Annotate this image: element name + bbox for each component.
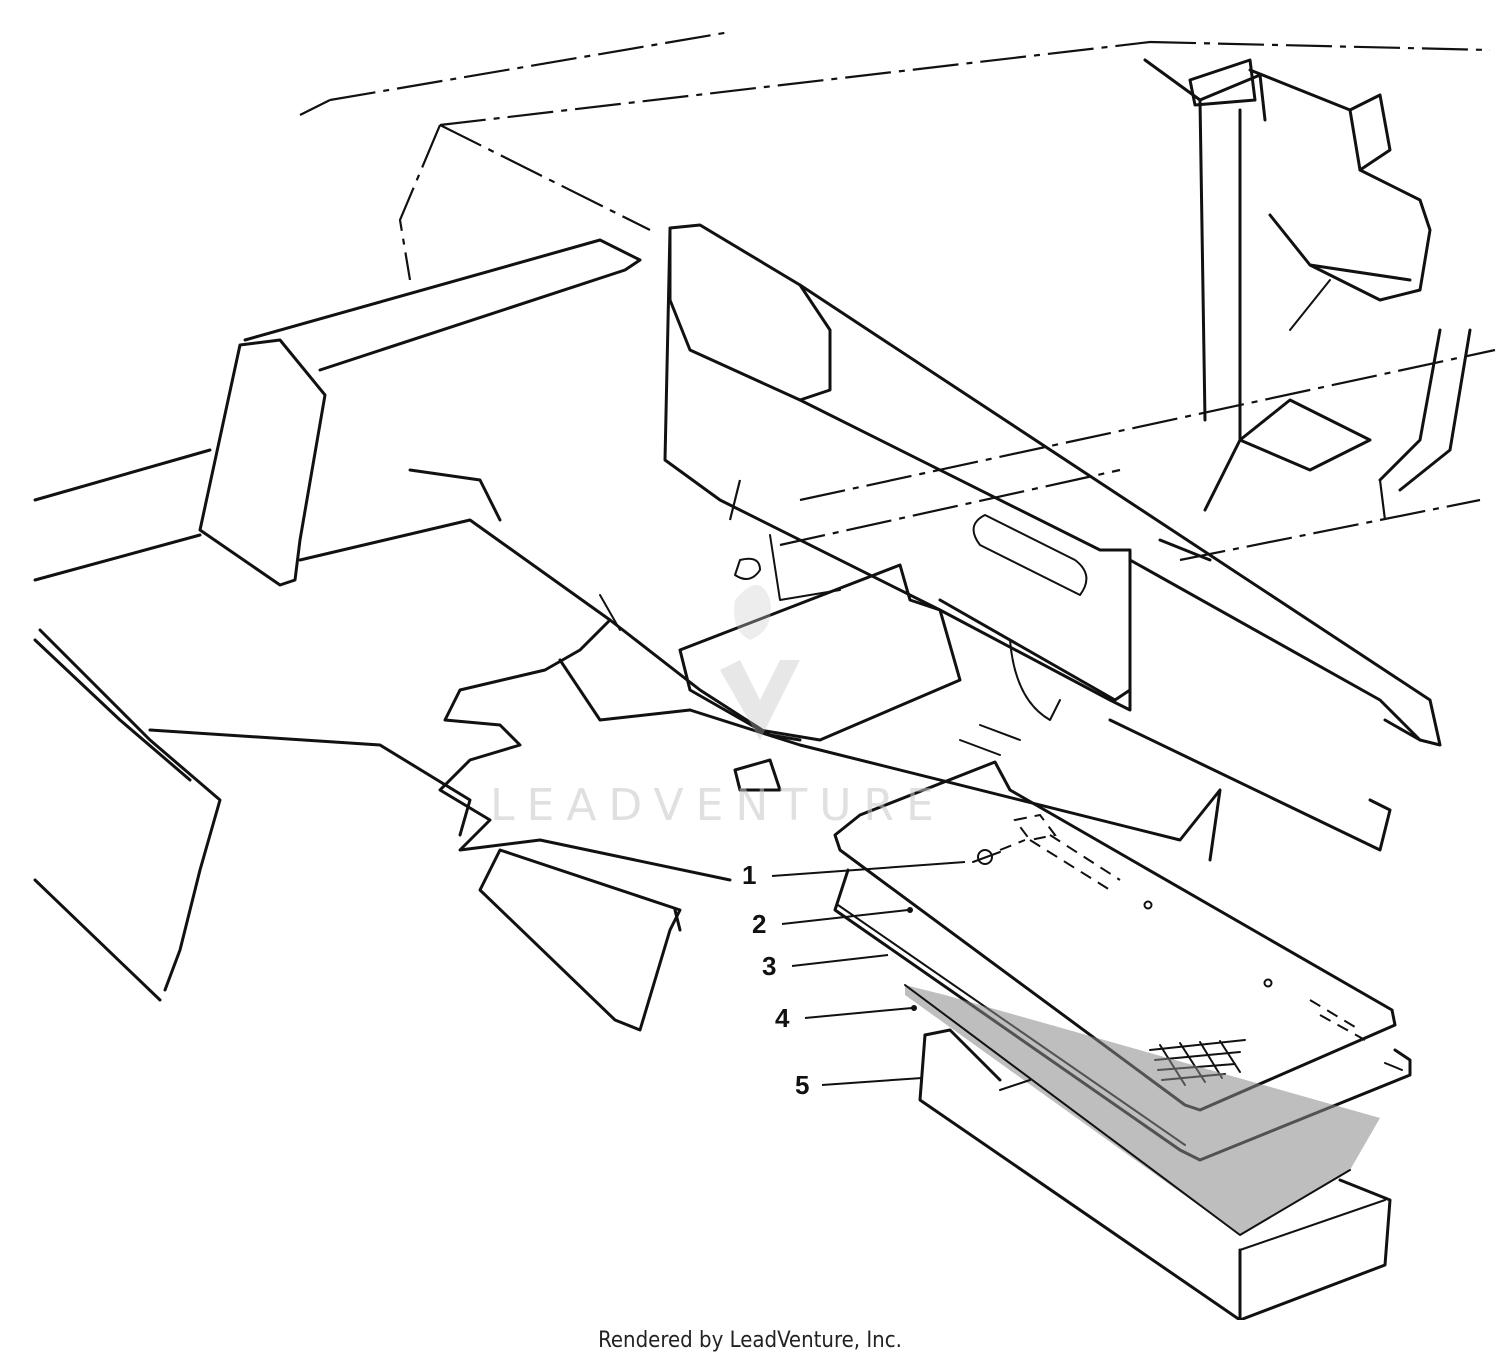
- exploded-parts-diagram: 1 2 3 4 5 LEADVENTURE: [33, 30, 1496, 1320]
- callout-3: 3: [762, 951, 889, 981]
- callout-1: 5: [795, 1070, 923, 1100]
- main-rail: [663, 223, 1442, 852]
- callout-2: 4: [775, 1003, 917, 1033]
- screw: [972, 839, 1026, 865]
- callout-label: 1: [742, 860, 756, 890]
- box: [918, 1028, 1392, 1320]
- frame-outline: [299, 30, 1496, 562]
- callout-label: 2: [752, 909, 766, 939]
- left-frame: [33, 238, 1222, 1032]
- callout-label: 5: [795, 1070, 809, 1100]
- callout-4: 2: [752, 907, 913, 939]
- filter-pad: [904, 984, 1380, 1236]
- watermark-logo: [720, 585, 800, 740]
- callout-label: 4: [775, 1003, 790, 1033]
- callout-5: 1: [742, 860, 966, 890]
- rear-bracket: [1143, 58, 1472, 562]
- watermark-text: LEADVENTURE: [490, 780, 946, 831]
- callout-label: 3: [762, 951, 776, 981]
- footer-credit: Rendered by LeadVenture, Inc.: [598, 1328, 902, 1353]
- deflector-plate: [599, 534, 962, 742]
